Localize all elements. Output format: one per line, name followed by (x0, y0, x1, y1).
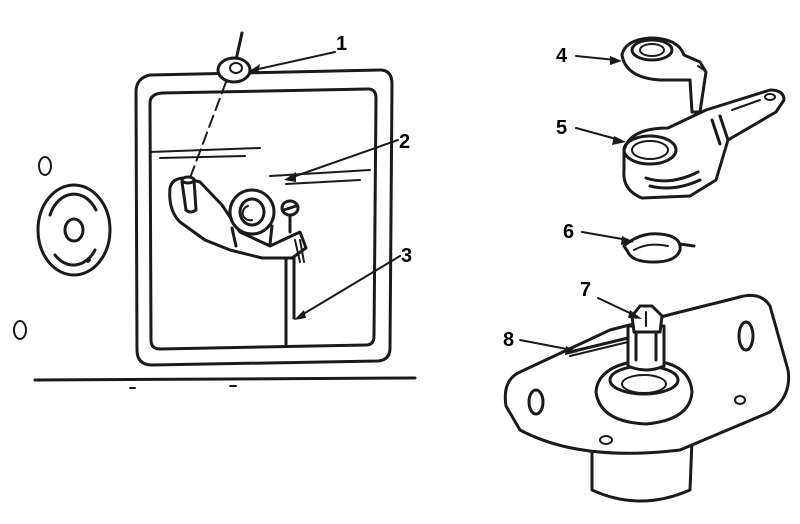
callout-labels: 1 2 3 4 5 6 7 8 (336, 33, 591, 351)
callout-3: 3 (401, 245, 412, 267)
housing-internal-lines (149, 147, 371, 185)
leader-lines (248, 51, 642, 355)
part-5-breaker-plate (622, 88, 786, 200)
part-8-distributor-base (503, 293, 791, 503)
installed-assembly-view (13, 31, 417, 389)
mounting-hole-lower (13, 320, 27, 340)
callout-5: 5 (556, 117, 567, 139)
housing-frame-outer (134, 68, 394, 367)
vertical-rod (284, 248, 296, 347)
pulley-wheel (36, 183, 112, 277)
mounting-hole-upper (38, 156, 52, 176)
base-line (33, 376, 417, 382)
base-line-marks (129, 385, 237, 389)
callout-1: 1 (336, 33, 347, 55)
part-4-cam-arm (620, 36, 708, 114)
breaker-plate-assembly (168, 175, 308, 263)
callout-8: 8 (503, 329, 514, 351)
housing-frame-inner (148, 87, 378, 351)
callout-6: 6 (563, 221, 574, 243)
part-6-retaining-clip (622, 232, 696, 264)
callout-4: 4 (556, 45, 568, 67)
part-1-washer (189, 31, 252, 179)
callout-2: 2 (399, 131, 410, 153)
callout-7: 7 (580, 279, 591, 301)
